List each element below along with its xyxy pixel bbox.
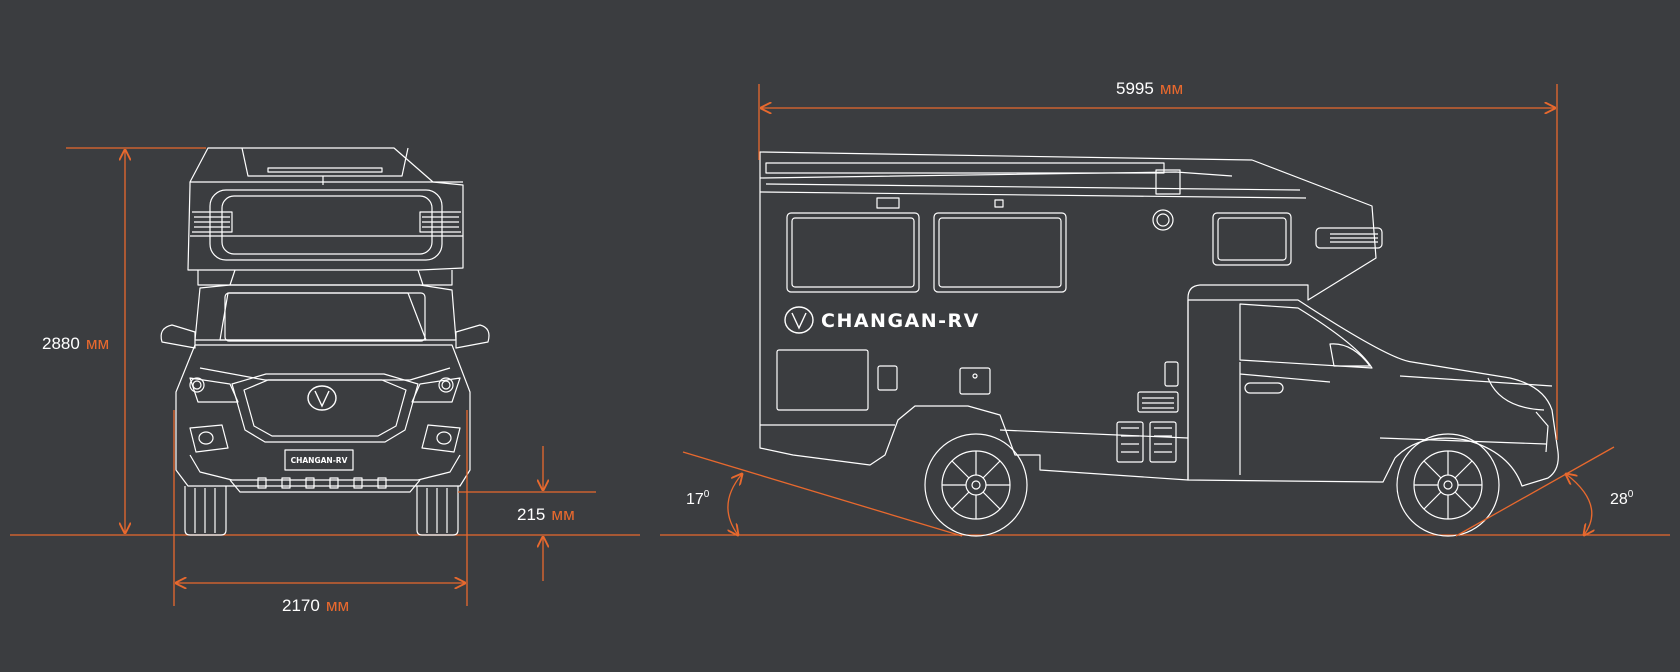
- length-label: 5995 мм: [1116, 79, 1183, 98]
- departure-angle-sup: 0: [1628, 489, 1634, 500]
- rear-wheel-icon: [924, 433, 1028, 537]
- height-unit: мм: [86, 334, 109, 353]
- approach-angle-line: [682, 451, 963, 537]
- width-label: 2170 мм: [282, 596, 349, 615]
- clearance-unit: мм: [551, 505, 574, 524]
- front-view-vehicle: [160, 147, 490, 536]
- length-unit: мм: [1160, 79, 1183, 98]
- clearance-value: 215: [517, 505, 545, 524]
- approach-angle-sup: 0: [704, 489, 710, 500]
- width-unit: мм: [326, 596, 349, 615]
- height-label: 2880 мм: [42, 334, 109, 353]
- side-logo-icon: [784, 306, 814, 334]
- approach-angle-value: 17: [686, 491, 704, 508]
- departure-angle-label: 280: [1610, 489, 1634, 508]
- width-value: 2170: [282, 596, 320, 615]
- length-value: 5995: [1116, 79, 1154, 98]
- side-dimensions: [682, 84, 1615, 537]
- clearance-label: 215 мм: [517, 505, 575, 524]
- front-plate-text: CHANGAN-RV: [291, 456, 348, 465]
- approach-angle-arc: [728, 474, 742, 535]
- departure-angle-value: 28: [1610, 491, 1628, 508]
- side-brand-text: CHANGAN-RV: [821, 310, 980, 332]
- departure-angle-line: [1455, 446, 1615, 537]
- front-dimensions: [66, 147, 596, 606]
- approach-angle-label: 170: [686, 489, 710, 508]
- front-wheel-icon: [1396, 433, 1500, 537]
- front-logo-icon: [307, 385, 337, 411]
- height-value: 2880: [42, 334, 80, 353]
- departure-angle-arc: [1566, 474, 1592, 535]
- side-view-vehicle: [759, 151, 1559, 487]
